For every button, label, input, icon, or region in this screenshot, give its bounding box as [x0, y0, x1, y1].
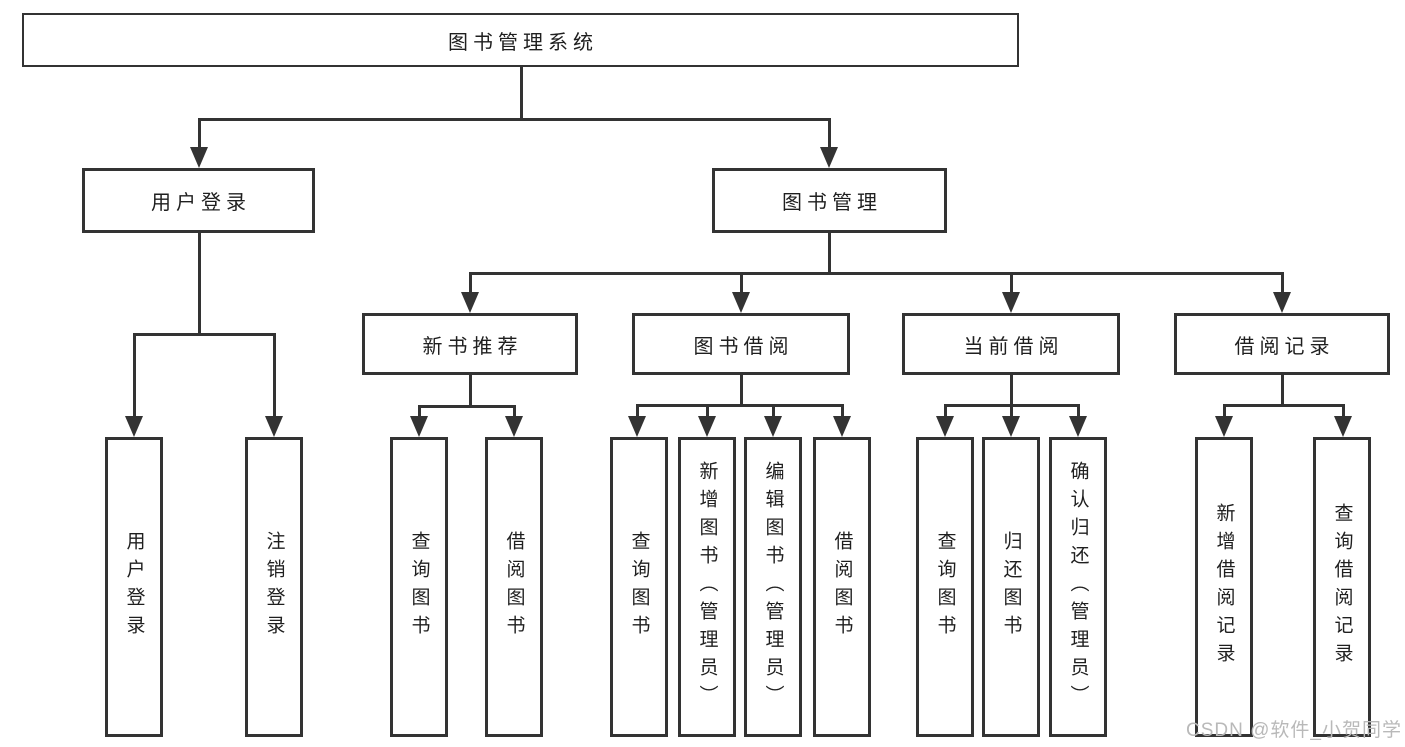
down-arrowhead	[833, 416, 851, 437]
connector-line	[469, 374, 472, 407]
csdn-watermark: CSDN @软件_小贺同学	[1186, 720, 1402, 741]
connector-line	[1281, 374, 1284, 406]
leaf-query-books-current: 查询图书	[916, 437, 974, 737]
leaf-borrow-books: 借阅图书	[813, 437, 871, 737]
node-book-management: 图书管理	[712, 168, 947, 233]
leaf-borrow-books-recommend: 借阅图书	[485, 437, 543, 737]
node-user-login: 用户登录	[82, 168, 315, 233]
connector-line	[1010, 374, 1013, 406]
down-arrowhead	[1069, 416, 1087, 437]
node-library-system: 图书管理系统	[22, 13, 1019, 67]
connector-line	[740, 374, 743, 406]
connector-line	[520, 66, 523, 121]
connector-line	[513, 405, 516, 419]
connector-line	[828, 118, 831, 150]
connector-line	[772, 404, 775, 419]
down-arrowhead	[1273, 292, 1291, 313]
leaf-user-login: 用户登录	[105, 437, 163, 737]
connector-line	[740, 272, 743, 294]
down-arrowhead	[125, 416, 143, 437]
down-arrowhead	[461, 292, 479, 313]
leaf-query-books-recommend: 查询图书	[390, 437, 448, 737]
node-book-borrowing: 图书借阅	[632, 313, 850, 375]
connector-line	[636, 404, 639, 419]
connector-line	[198, 231, 201, 335]
down-arrowhead	[1002, 292, 1020, 313]
down-arrowhead	[1215, 416, 1233, 437]
down-arrowhead	[628, 416, 646, 437]
leaf-confirm-return-admin: 确认归还（管理员）	[1049, 437, 1107, 737]
down-arrowhead	[698, 416, 716, 437]
down-arrowhead	[936, 416, 954, 437]
leaf-query-borrow-record: 查询借阅记录	[1313, 437, 1371, 737]
node-borrowing-records: 借阅记录	[1174, 313, 1390, 375]
connector-line	[273, 333, 276, 418]
down-arrowhead	[1334, 416, 1352, 437]
down-arrowhead	[265, 416, 283, 437]
down-arrowhead	[732, 292, 750, 313]
leaf-query-books-borrow: 查询图书	[610, 437, 668, 737]
leaf-logout: 注销登录	[245, 437, 303, 737]
down-arrowhead	[190, 147, 208, 168]
connector-line	[1223, 404, 1226, 419]
down-arrowhead	[1002, 416, 1020, 437]
connector-line	[636, 404, 843, 407]
connector-line	[1223, 404, 1344, 407]
connector-line	[1281, 272, 1284, 294]
connector-line	[944, 404, 947, 419]
connector-line	[1077, 404, 1080, 419]
leaf-return-books: 归还图书	[982, 437, 1040, 737]
node-current-borrowing: 当前借阅	[902, 313, 1120, 375]
connector-line	[133, 333, 276, 336]
connector-line	[828, 231, 831, 274]
connector-line	[1010, 272, 1013, 294]
leaf-add-borrow-record: 新增借阅记录	[1195, 437, 1253, 737]
connector-line	[469, 272, 472, 294]
connector-line	[418, 405, 516, 408]
connector-line	[841, 404, 844, 419]
down-arrowhead	[505, 416, 523, 437]
connector-line	[198, 118, 830, 121]
connector-line	[706, 404, 709, 419]
connector-line	[133, 333, 136, 418]
leaf-add-books-admin: 新增图书（管理员）	[678, 437, 736, 737]
down-arrowhead	[764, 416, 782, 437]
connector-line	[418, 405, 421, 419]
connector-line	[1010, 404, 1013, 419]
connector-line	[198, 118, 201, 150]
leaf-edit-books-admin: 编辑图书（管理员）	[744, 437, 802, 737]
node-new-book-recommendation: 新书推荐	[362, 313, 578, 375]
down-arrowhead	[820, 147, 838, 168]
connector-line	[469, 272, 1283, 275]
connector-line	[1342, 404, 1345, 419]
down-arrowhead	[410, 416, 428, 437]
